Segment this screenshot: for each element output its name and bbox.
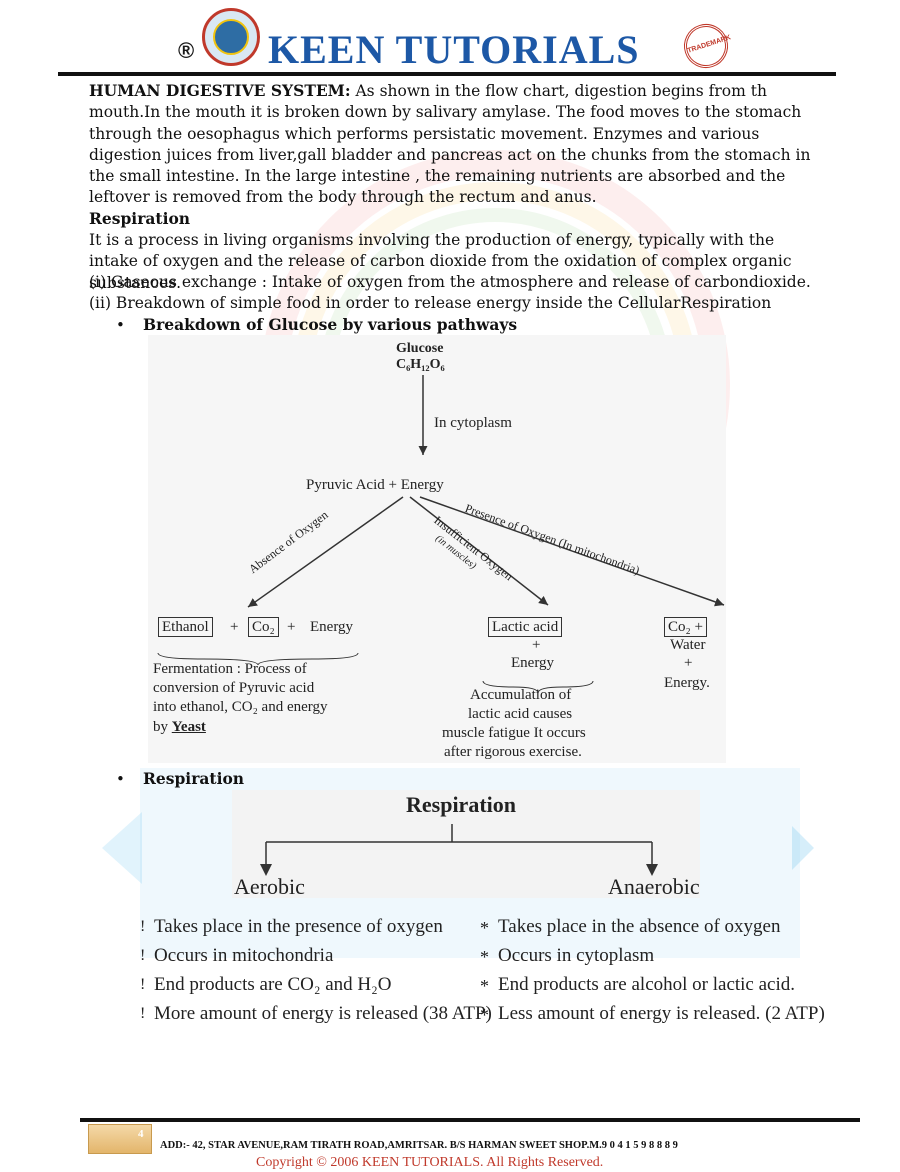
yeast-label: Yeast [171, 719, 206, 735]
brand-title: KEEN TUTORIALS [268, 27, 640, 72]
fermentation-line-2: conversion of Pyruvic acid [153, 680, 315, 696]
fermentation-line-1: Fermentation : Process of [153, 661, 307, 677]
bullet-icon: • [116, 770, 125, 788]
respiration-comparison-chart: Respiration Aerobic Anaerobic ! Takes pl… [140, 790, 825, 1040]
logo-emblem-icon [213, 19, 249, 55]
anaerobic-point: Takes place in the absence of oxygen [498, 916, 781, 937]
anaerobic-label: Anaerobic [608, 874, 700, 899]
trademark-stamp-label: TRADEMARK [686, 34, 732, 55]
watermark-right-arrow-icon [792, 826, 814, 870]
page-number: 4 [138, 1128, 144, 1140]
page-number-badge [88, 1124, 152, 1154]
plus-sign: + [684, 655, 693, 671]
anaerobic-point: End products are alcohol or lactic acid. [498, 974, 796, 995]
aerobic-marker: ! [140, 976, 146, 993]
fermentation-line-3: into ethanol, CO₂ and energy [153, 699, 328, 715]
respiration-point-1: (i) Gaseous exchange : Intake of oxygen … [89, 273, 811, 291]
registered-mark: ® [178, 38, 195, 63]
co2-water-box: Co₂ + [664, 617, 707, 637]
logo [202, 8, 260, 66]
glucose-flowchart: Glucose C₆H₁₂O₆ In cytoplasm Pyruvic Aci… [148, 335, 726, 763]
glucose-label: Glucose [396, 341, 444, 356]
aerobic-marker: ! [140, 918, 146, 935]
in-cytoplasm-label: In cytoplasm [434, 415, 512, 431]
co2-box: Co₂ [248, 617, 279, 637]
ethanol-box: Ethanol [158, 617, 213, 637]
respiration-bullet-heading: Respiration [143, 769, 245, 788]
lactic-acid-box: Lactic acid [488, 617, 563, 637]
glucose-formula: C₆H₁₂O₆ [396, 357, 445, 372]
glucose-pathways-heading: Breakdown of Glucose by various pathways [143, 315, 518, 334]
trademark-stamp: TRADEMARK [678, 18, 734, 74]
footer-divider [80, 1118, 860, 1122]
respiration-heading: Respiration [89, 209, 191, 228]
anaerobic-marker: * [480, 947, 489, 967]
fermentation-line-4: by Yeast [153, 719, 206, 736]
digestive-lead: HUMAN DIGESTIVE SYSTEM: [89, 81, 351, 100]
fermentation-by: by [153, 719, 172, 735]
water-label: Water [670, 637, 706, 653]
energy-final-label: Energy. [664, 675, 710, 691]
lactic-note-3: muscle fatigue It occurs [442, 725, 586, 741]
resp-chart-title: Respiration [406, 792, 516, 817]
aerobic-point: Takes place in the presence of oxygen [154, 916, 443, 937]
plus-sign: + [287, 619, 296, 635]
plus-sign: + [230, 619, 239, 635]
aerobic-marker: ! [140, 947, 146, 964]
chart-header-band [232, 790, 700, 898]
footer-address: ADD:- 42, STAR AVENUE,RAM TIRATH ROAD,AM… [160, 1140, 678, 1151]
digestive-text: As shown in the flow chart, digestion be… [89, 82, 811, 207]
respiration-branch-lines [260, 824, 658, 876]
anaerobic-marker: * [480, 976, 489, 996]
anaerobic-marker: * [480, 918, 489, 938]
respiration-point-2: (ii) Breakdown of simple food in order t… [89, 294, 772, 312]
lactic-note-4: after rigorous exercise. [444, 744, 582, 760]
bullet-icon: • [116, 316, 125, 334]
respiration-definition: It is a process in living organisms invo… [89, 231, 792, 292]
header-divider [58, 72, 836, 76]
aerobic-label: Aerobic [234, 874, 305, 899]
pyruvic-acid-label: Pyruvic Acid + Energy [306, 477, 444, 493]
aerobic-marker: ! [140, 1005, 146, 1022]
energy-label: Energy [511, 655, 555, 671]
aerobic-point: End products are CO₂ and H₂O [154, 974, 392, 995]
plus-sign: + [532, 637, 541, 653]
aerobic-point: Occurs in mitochondria [154, 945, 334, 966]
footer-copyright: Copyright © 2006 KEEN TUTORIALS. All Rig… [256, 1155, 604, 1170]
lactic-note-2: lactic acid causes [468, 706, 573, 722]
watermark-left-arrow-icon [102, 812, 142, 884]
anaerobic-point: Less amount of energy is released. (2 AT… [498, 1003, 825, 1024]
lactic-note-1: Accumulation of [470, 687, 572, 703]
flowchart-arrows [157, 375, 725, 694]
aerobic-point: More amount of energy is released (38 AT… [154, 1003, 492, 1024]
anaerobic-point: Occurs in cytoplasm [498, 945, 655, 966]
anaerobic-marker: * [480, 1005, 489, 1025]
energy-label: Energy [310, 619, 354, 635]
digestive-paragraph: HUMAN DIGESTIVE SYSTEM: As shown in the … [89, 80, 829, 209]
